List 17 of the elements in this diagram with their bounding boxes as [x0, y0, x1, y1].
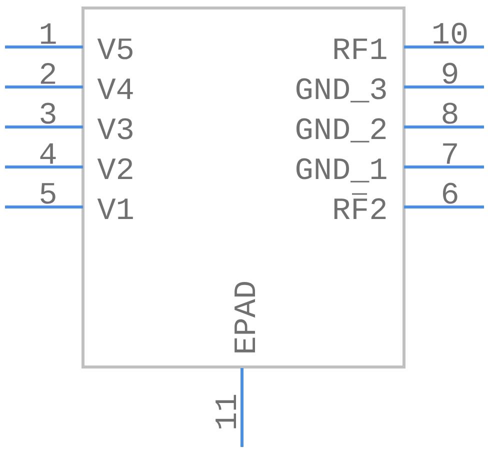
pad-name: EPAD [234, 282, 255, 352]
pin-number: 9 [442, 62, 458, 84]
pin-name: GND_2 [296, 118, 386, 142]
pin-name: V1 [97, 198, 133, 219]
pin-number: 7 [443, 143, 457, 164]
pin-name: V4 [97, 78, 133, 99]
pin-name: RF1 [334, 38, 386, 59]
pin-name: V2 [97, 158, 132, 179]
pin-number: 10 [434, 22, 467, 44]
pin-number: 8 [442, 102, 458, 124]
pin-name: GND_3 [296, 78, 386, 102]
pin-name: GND_1 [296, 158, 386, 182]
pin-name: RF2 [334, 193, 386, 219]
pin-number: 6 [442, 182, 458, 204]
ic-body [82, 6, 406, 368]
pin-name: V3 [97, 118, 132, 140]
pin-name: V5 [97, 38, 132, 60]
